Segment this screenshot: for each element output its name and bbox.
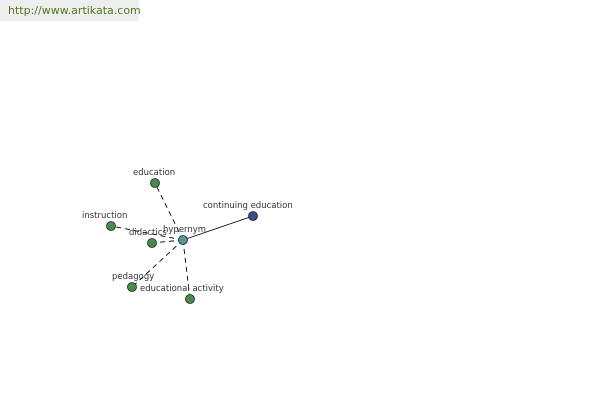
node-pedagogy[interactable] <box>127 282 137 292</box>
edge-continuing-education <box>182 215 254 241</box>
node-continuing-education[interactable] <box>248 211 258 221</box>
node-hypernym[interactable] <box>178 235 188 245</box>
label-education: education <box>133 168 175 178</box>
edge-educational-activity <box>182 239 191 300</box>
node-educational-activity[interactable] <box>185 294 195 304</box>
label-educational-activity: educational activity <box>140 284 224 294</box>
label-didactics: didactics <box>129 228 167 238</box>
edge-instruction <box>110 225 184 241</box>
edge-education <box>154 182 184 241</box>
label-pedagogy: pedagogy <box>112 272 154 282</box>
node-instruction[interactable] <box>106 221 116 231</box>
label-continuing-education: continuing education <box>203 201 293 211</box>
label-instruction: instruction <box>82 211 127 221</box>
label-hypernym: hypernym <box>163 225 206 235</box>
node-didactics[interactable] <box>147 238 157 248</box>
node-education[interactable] <box>150 178 160 188</box>
edge-pedagogy <box>131 239 184 288</box>
site-url-link[interactable]: http://www.artikata.com <box>0 0 141 21</box>
